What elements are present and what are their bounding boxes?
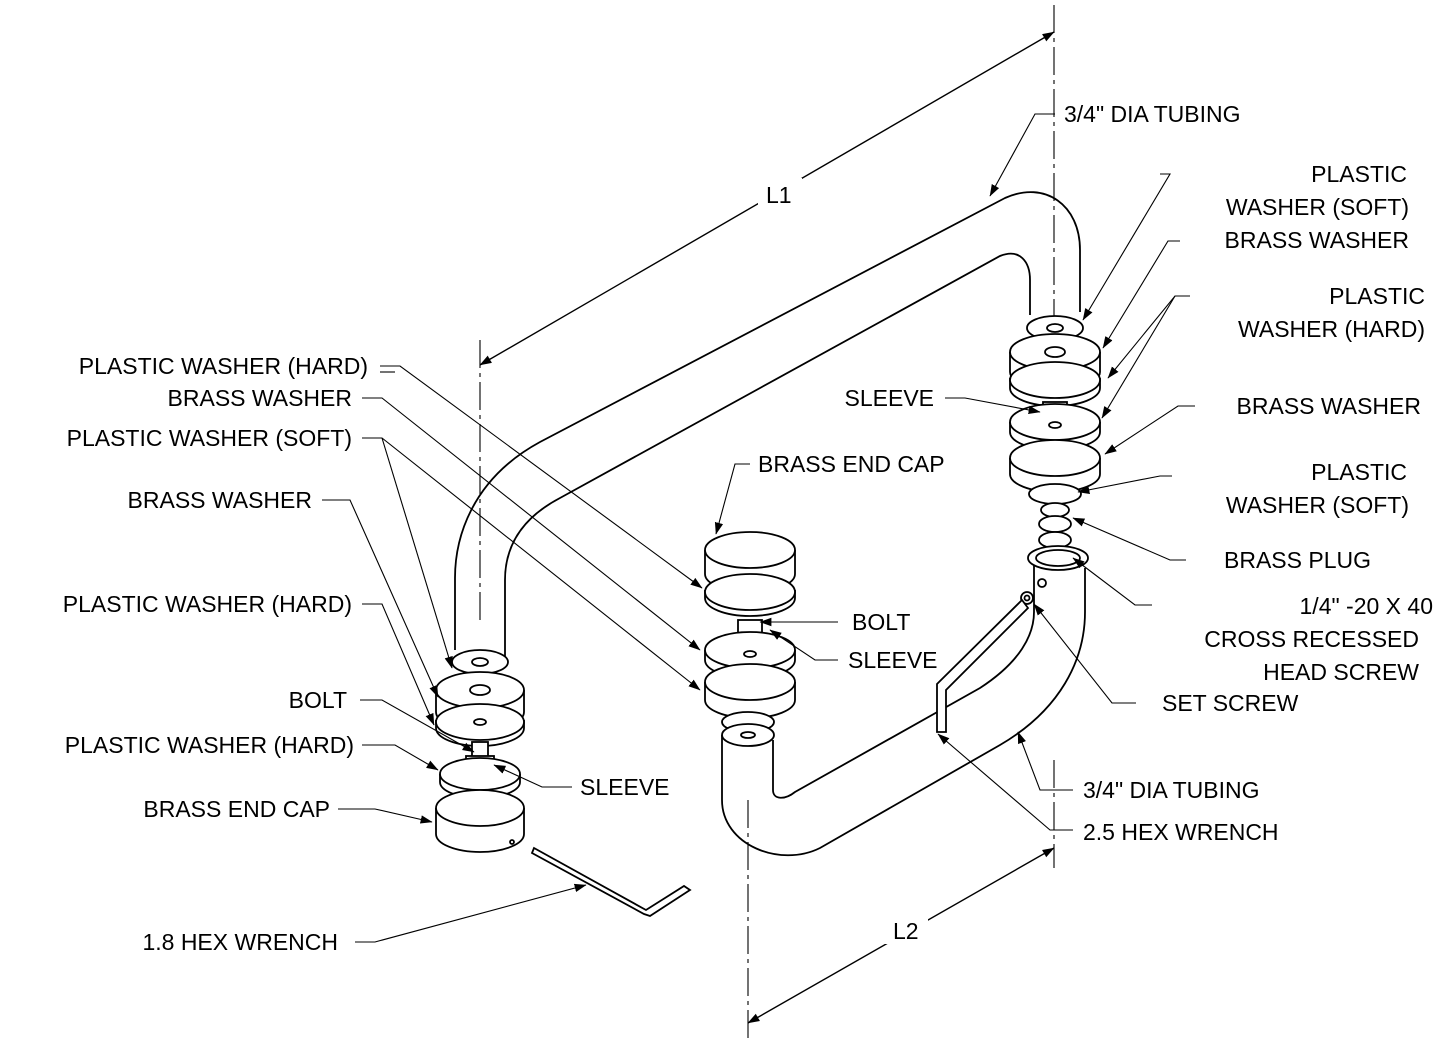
label-right-screw-2: CROSS RECESSED: [1204, 626, 1419, 652]
label-right-screw-1: 1/4" -20 X 40: [1300, 593, 1433, 619]
label-left-plastic-washer-hard-top: PLASTIC WASHER (HARD): [79, 353, 368, 379]
label-left-bolt: BOLT: [289, 687, 347, 713]
label-left-brass-washer: BRASS WASHER: [128, 487, 312, 513]
label-right-brass-washer: BRASS WASHER: [1237, 393, 1421, 419]
right-fitting-stack: [1009, 315, 1101, 588]
label-right-hex-wrench: 2.5 HEX WRENCH: [1083, 819, 1279, 845]
hex-wrench-2-5: [936, 598, 1030, 733]
label-right-set-screw: SET SCREW: [1162, 690, 1299, 716]
dimension-l2-label: L2: [893, 918, 919, 944]
label-right-plastic-washer-hard-1: PLASTIC: [1329, 283, 1425, 309]
label-right-plastic-washer-soft-top-1: PLASTIC: [1311, 161, 1407, 187]
dimension-l2: L2: [747, 847, 1055, 1024]
upper-tubing: [454, 191, 1081, 660]
label-right-tubing-bottom: 3/4" DIA TUBING: [1083, 777, 1259, 803]
center-fitting-stack: [704, 531, 796, 747]
label-left-plastic-washer-hard-mid: PLASTIC WASHER (HARD): [63, 591, 352, 617]
label-left-sleeve: SLEEVE: [580, 774, 670, 800]
label-center-bolt: BOLT: [852, 609, 910, 635]
label-right-plastic-washer-soft-1: PLASTIC: [1311, 459, 1407, 485]
label-right-plastic-washer-soft-top-2: WASHER (SOFT): [1226, 194, 1409, 220]
label-right-sleeve: SLEEVE: [845, 385, 935, 411]
label-center-sleeve: SLEEVE: [848, 647, 938, 673]
label-left-plastic-washer-soft: PLASTIC WASHER (SOFT): [67, 425, 352, 451]
label-left-brass-end-cap: BRASS END CAP: [143, 796, 330, 822]
leader-lines: [322, 113, 1195, 943]
label-right-brass-washer-top: BRASS WASHER: [1225, 227, 1409, 253]
label-right-brass-plug: BRASS PLUG: [1224, 547, 1371, 573]
label-left-brass-washer-top: BRASS WASHER: [168, 385, 352, 411]
label-right-plastic-washer-soft-2: WASHER (SOFT): [1226, 492, 1409, 518]
set-screw: [1020, 591, 1034, 605]
label-right-plastic-washer-hard-2: WASHER (HARD): [1238, 316, 1425, 342]
lower-tubing: [721, 560, 1086, 857]
dimension-l1: L1: [479, 31, 1055, 366]
label-left-hex-wrench: 1.8 HEX WRENCH: [142, 929, 338, 955]
label-center-brass-end-cap: BRASS END CAP: [758, 451, 945, 477]
label-right-tubing-top: 3/4" DIA TUBING: [1064, 101, 1240, 127]
dimension-l1-label: L1: [766, 182, 792, 208]
label-right-screw-3: HEAD SCREW: [1263, 659, 1419, 685]
left-fitting-stack: [435, 649, 525, 853]
label-left-plastic-washer-hard-low: PLASTIC WASHER (HARD): [65, 732, 354, 758]
hex-wrench-1-8: [530, 846, 692, 917]
